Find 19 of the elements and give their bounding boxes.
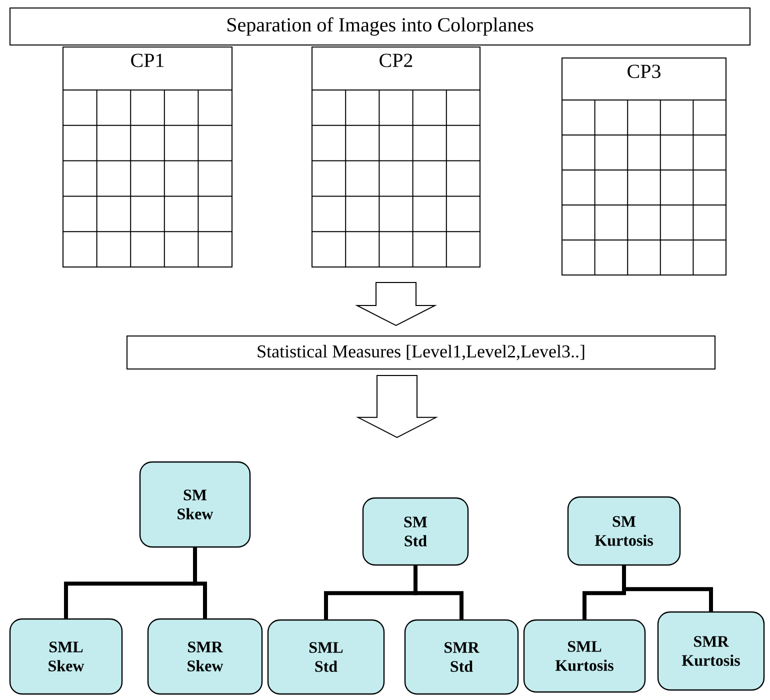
heading-box: Statistical Measures [Level1,Level2,Level3..] <box>126 336 716 370</box>
block-arrow <box>356 375 438 438</box>
tree-connector <box>414 566 464 620</box>
tree-connector <box>193 548 207 618</box>
color-plane-grid: CP2 <box>312 46 480 268</box>
rounded-box: SML Kurtosis <box>523 619 646 693</box>
rounded-box: SML Skew <box>9 618 123 695</box>
color-plane-grid: CP3 <box>562 58 726 276</box>
heading-box: Separation of Images into Colorplanes <box>10 8 750 46</box>
color-plane-grid: CP1 <box>62 46 232 268</box>
rounded-box: SMR Kurtosis <box>657 611 765 691</box>
rounded-box: SM Kurtosis <box>567 496 681 566</box>
rounded-box: SMR Std <box>404 619 519 695</box>
rounded-box: SM Skew <box>139 461 251 548</box>
rounded-box: SML Std <box>267 619 385 695</box>
rounded-box: SM Std <box>362 497 469 566</box>
block-arrow <box>354 282 438 326</box>
rounded-box: SMR Skew <box>147 618 263 695</box>
tree-connector <box>622 566 713 612</box>
